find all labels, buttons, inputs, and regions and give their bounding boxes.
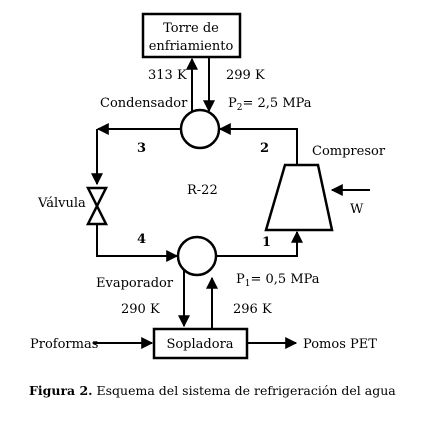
caption-text: Esquema del sistema de refrigeración del…: [93, 383, 397, 398]
work-label: W: [350, 202, 364, 217]
valve-label: Válvula: [37, 196, 86, 211]
caption-label: Figura 2.: [29, 383, 93, 398]
refrigerant-label: R-22: [187, 183, 218, 198]
state-1: 1: [262, 235, 271, 250]
cooling-tower-label-1: Torre de: [163, 21, 219, 36]
valve-symbol: [85, 186, 109, 226]
temp-299: 299 K: [226, 68, 265, 83]
state-3: 3: [137, 141, 146, 156]
cooling-tower-label-2: enfriamiento: [149, 39, 234, 54]
condenser-circle: [179, 108, 221, 150]
temp-313: 313 K: [148, 68, 187, 83]
state-2: 2: [260, 141, 269, 156]
cooling-tower-box: [141, 12, 242, 59]
state-4: 4: [137, 232, 146, 247]
preforms-label: Proformas: [30, 337, 98, 352]
compressor-symbol: [264, 163, 334, 232]
compressor-label: Compresor: [312, 144, 386, 159]
blower-box: [152, 327, 249, 360]
blower-label: Sopladora: [166, 337, 233, 352]
pet-label: Pomos PET: [303, 337, 377, 352]
figure-caption: Figura 2. Esquema del sistema de refrige…: [29, 383, 396, 398]
evaporator-circle: [176, 235, 218, 277]
condenser-label: Condensador: [100, 96, 188, 111]
evaporator-label: Evaporador: [96, 276, 174, 291]
p2-label: P2= 2,5 MPa: [228, 96, 312, 113]
temp-290: 290 K: [121, 302, 160, 317]
p1-label: P1= 0,5 MPa: [236, 272, 320, 289]
temp-296: 296 K: [233, 302, 272, 317]
